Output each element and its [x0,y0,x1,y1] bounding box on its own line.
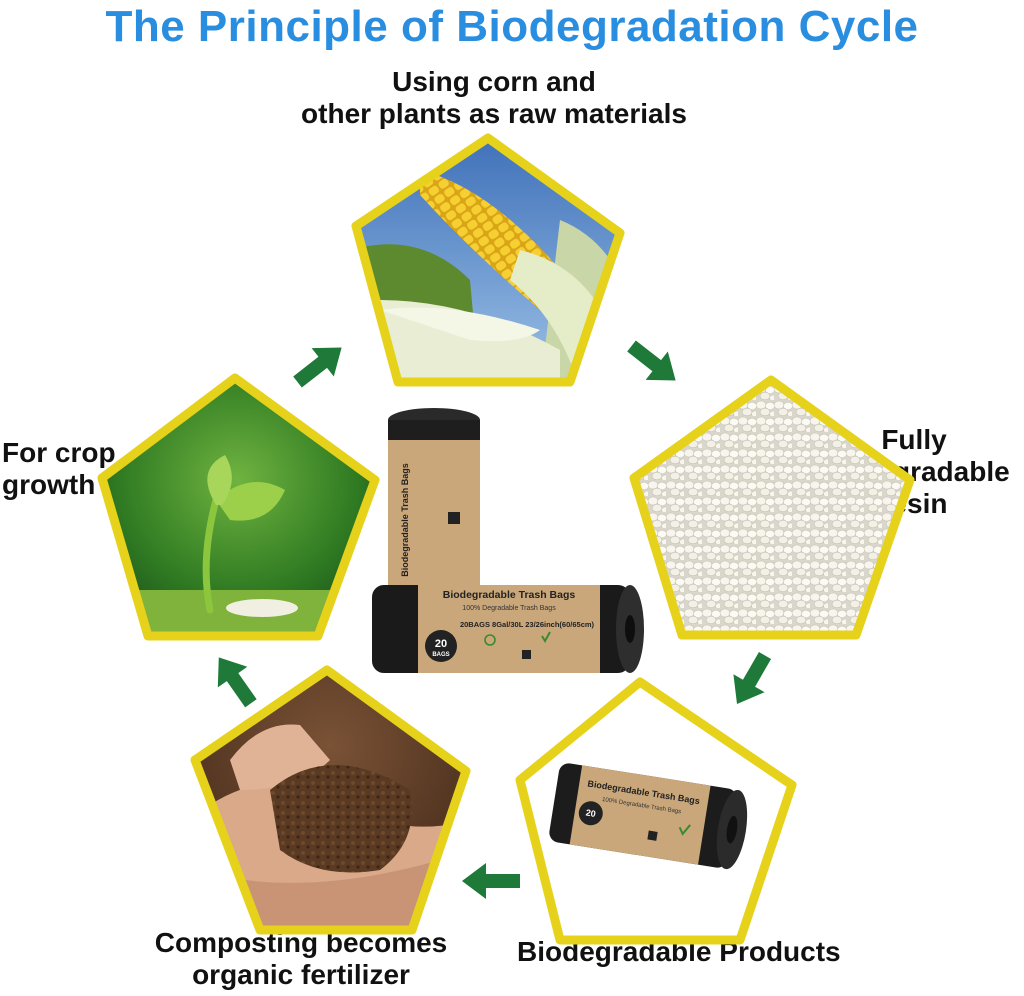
horizontal-roll-brand-text: Biodegradable Trash Bags [443,589,576,601]
horizontal-roll-count-unit: BAGS [432,652,449,658]
pentagon-crop-growth [97,373,380,641]
arrow-products-to-composting [462,863,520,899]
diagram-title: The Principle of Biodegradation Cycle [105,2,919,51]
stage-label-line: other plants as raw materials [301,98,687,129]
recycle-icon [484,634,496,646]
stage-label-line: growth [2,469,96,500]
center-product-rolls: Biodegradable Trash Bags Biodegradable T… [372,408,644,673]
arrow-top-to-right [627,340,676,381]
horizontal-roll-specs-text: 20BAGS 8Gal/30L 23/26inch(60/65cm) [460,620,595,629]
pentagon-resin [629,375,915,640]
arrow-composting-to-crop [217,657,257,708]
vertical-roll-brand-text: Biodegradable Trash Bags [400,463,410,577]
stage-label-raw-materials: Using corn and other plants as raw mater… [0,66,988,130]
stage-label-crop-growth: For crop growth [2,437,116,501]
soil-icon [270,765,412,873]
stage-label-line: For crop [2,437,116,468]
bag-bin-icon [522,650,531,659]
pentagon-composting [190,665,471,935]
trash-bag-roll-icon: Biodegradable Trash Bags 100% Degradable… [549,763,748,870]
arrow-right-to-products [733,651,772,704]
horizontal-roll-icon: Biodegradable Trash Bags 100% Degradable… [372,585,644,673]
stage-label-line: organic fertilizer [192,959,410,990]
stage-label-line: Fully [881,424,947,455]
horizontal-roll-count-badge: 20 [435,638,447,650]
horizontal-roll-sub-text: 100% Degradable Trash Bags [462,605,556,612]
arrow-right-to-top [293,347,342,388]
stage-label-line: Using corn and [392,66,596,97]
check-leaf-icon [541,631,551,643]
seedling-icon [202,455,298,617]
pentagon-products: Biodegradable Trash Bags 100% Degradable… [515,677,797,945]
pentagon-corn [351,133,625,387]
product-count-badge: 20 [585,808,596,819]
